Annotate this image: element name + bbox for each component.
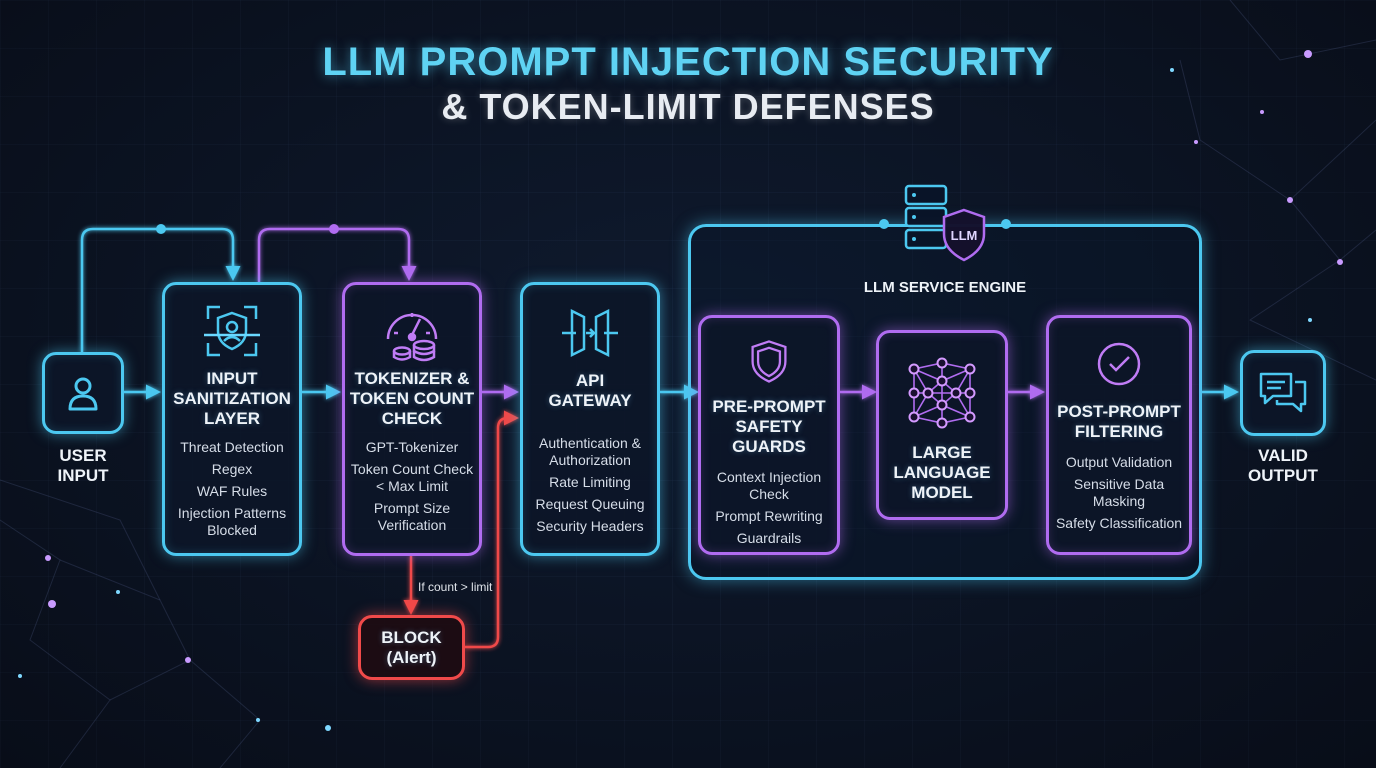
pre-prompt-items: Context Injection Check Prompt Rewriting…	[715, 469, 822, 552]
title-line-1: LLM PROMPT INJECTION SECURITY	[322, 40, 1054, 84]
arrow-block-to-gateway	[465, 410, 519, 649]
tokenizer-items: GPT-Tokenizer Token Count Check < Max Li…	[351, 439, 473, 539]
tokenizer-heading: TOKENIZER & TOKEN COUNT CHECK	[349, 369, 475, 428]
chat-bubbles-icon	[1259, 372, 1307, 413]
pre-prompt-heading: PRE-PROMPT SAFETY GUARDS	[712, 397, 826, 456]
list-item: Prompt Size Verification	[373, 500, 451, 533]
input-sanitization-layer: INPUT SANITIZATION LAYER Threat Detectio…	[162, 282, 302, 556]
large-language-model: LARGE LANGUAGE MODEL	[876, 330, 1008, 520]
list-item: Security Headers	[536, 518, 644, 534]
server-shield-badge: LLM	[894, 184, 994, 268]
gauge-coins-icon	[386, 313, 438, 362]
list-item: Context Injection Check	[716, 469, 822, 502]
arrow-sanitization-loop	[257, 227, 417, 282]
list-item: Guardrails	[736, 530, 802, 546]
block-condition-label: If count > limit	[418, 580, 493, 594]
block-label: BLOCK (Alert)	[381, 627, 442, 667]
list-item: Rate Limiting	[549, 474, 631, 490]
title-line-2: & TOKEN-LIMIT DEFENSES	[441, 86, 935, 127]
pre-prompt-safety-guards: PRE-PROMPT SAFETY GUARDS Context Injecti…	[698, 315, 840, 555]
gateway-items: Authentication & Authorization Rate Limi…	[536, 435, 645, 540]
valid-output-label: VALID OUTPUT	[1248, 446, 1318, 485]
tokenizer-token-count-check: TOKENIZER & TOKEN COUNT CHECK GPT-Tokeni…	[342, 282, 482, 556]
list-item: GPT-Tokenizer	[365, 439, 459, 455]
api-gateway: API GATEWAY Authentication & Authorizati…	[520, 282, 660, 556]
list-item: Output Validation	[1065, 454, 1173, 470]
llm-service-engine-label: LLM SERVICE ENGINE	[863, 279, 1027, 296]
list-item: WAF Rules	[196, 483, 268, 499]
list-item: Authentication & Authorization	[539, 435, 641, 468]
post-prompt-items: Output Validation Sensitive Data Masking…	[1056, 454, 1182, 537]
list-item: Request Queuing	[535, 496, 645, 512]
list-item: Threat Detection	[180, 439, 284, 455]
list-item: Sensitive Data Masking	[1073, 476, 1165, 509]
llm-badge-text: LLM	[951, 228, 978, 243]
post-prompt-heading: POST-PROMPT FILTERING	[1057, 402, 1181, 441]
block-alert-node: BLOCK (Alert)	[358, 615, 465, 680]
shield-icon	[751, 340, 787, 383]
neural-network-icon	[908, 357, 976, 429]
user-icon	[68, 377, 98, 411]
sanitization-heading: INPUT SANITIZATION LAYER	[173, 369, 291, 428]
list-item: Token Count Check < Max Limit	[350, 461, 474, 494]
list-item: Prompt Rewriting	[715, 508, 823, 524]
list-item: Regex	[211, 461, 253, 477]
user-input-node	[42, 352, 124, 434]
scan-shield-icon	[204, 305, 260, 357]
list-item: Injection Patterns Blocked	[177, 505, 287, 538]
post-prompt-filtering: POST-PROMPT FILTERING Output Validation …	[1046, 315, 1192, 555]
user-input-label: USER INPUT	[57, 446, 109, 485]
check-circle-icon	[1097, 342, 1141, 386]
list-item: Safety Classification	[1055, 515, 1183, 531]
gateway-heading: API GATEWAY	[548, 371, 632, 410]
valid-output-node	[1240, 350, 1326, 436]
llm-heading: LARGE LANGUAGE MODEL	[893, 443, 991, 502]
server-shield-icon: LLM	[904, 184, 986, 262]
sanitization-items: Threat Detection Regex WAF Rules Injecti…	[178, 439, 286, 544]
gateway-icon	[562, 308, 618, 358]
